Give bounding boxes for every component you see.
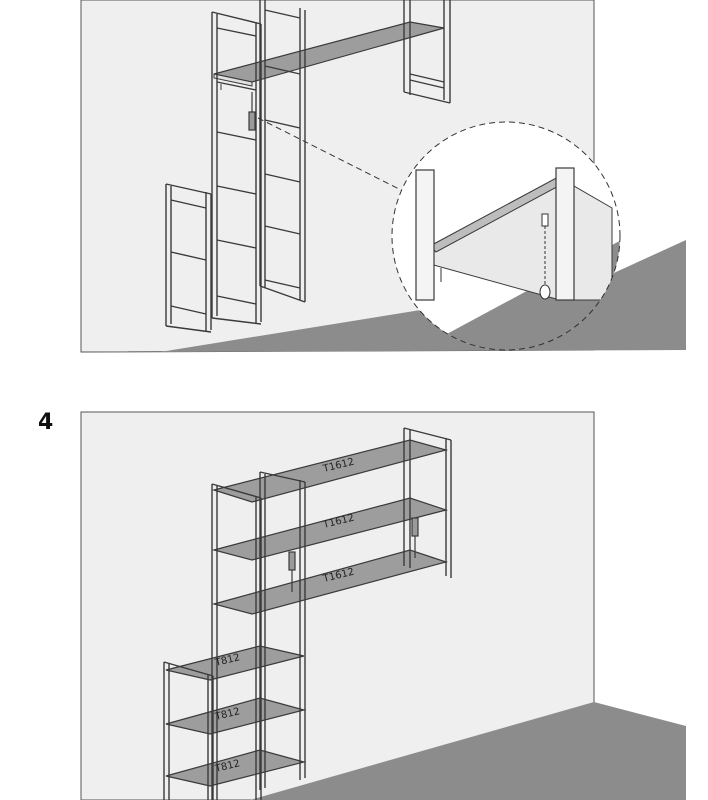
step-3-illustration	[80, 0, 686, 353]
tall-frame-left	[211, 11, 262, 325]
step-4-illustration: T1612 T1612 T1612 T812 T812 T812	[80, 411, 686, 800]
detail-screw-icon	[440, 213, 551, 300]
step-number: 4	[38, 410, 54, 435]
frames	[163, 427, 452, 800]
long-shelves	[211, 439, 449, 615]
step-3-panel	[0, 0, 708, 360]
short-frame	[165, 183, 212, 333]
detail-circle	[391, 121, 621, 351]
step-4-panel: T1612 T1612 T1612 T812 T812 T812	[0, 400, 708, 800]
right-end-frame	[403, 0, 451, 104]
screwdriver-icon	[288, 517, 419, 592]
long-shelf-edge	[213, 73, 253, 87]
wall	[80, 411, 595, 800]
floor	[250, 702, 686, 800]
screwdriver-icon	[248, 92, 256, 131]
detail-leader-line	[257, 117, 406, 193]
short-shelves	[165, 645, 307, 787]
tall-frame-right	[259, 0, 306, 303]
